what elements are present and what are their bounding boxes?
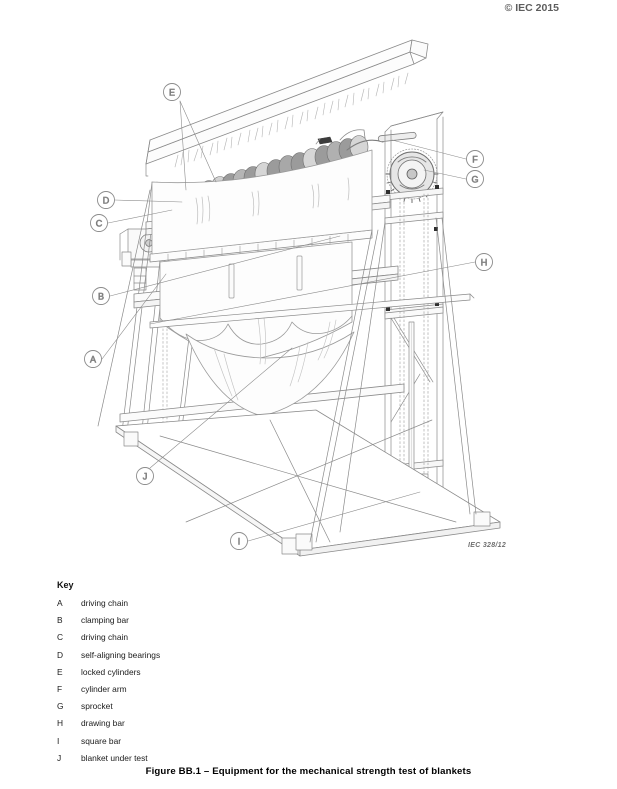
key-item-c: C driving chain: [57, 632, 387, 649]
key-item-j: J blanket under test: [57, 753, 387, 770]
svg-text:E: E: [169, 88, 175, 98]
copyright-notice: © IEC 2015: [504, 2, 559, 14]
key-label-b: clamping bar: [81, 615, 129, 626]
callout-D: D: [97, 191, 115, 209]
key-item-f: F cylinder arm: [57, 684, 387, 701]
key-letter-f: F: [57, 683, 63, 694]
key-item-g: G sprocket: [57, 701, 387, 718]
cylinder-arm: [315, 129, 417, 151]
key-letter-e: E: [57, 666, 63, 677]
key-letter-j: J: [57, 752, 62, 763]
key-item-h: H drawing bar: [57, 718, 387, 735]
svg-text:D: D: [103, 196, 110, 206]
outer-support-legs: [309, 217, 477, 543]
page-header: © IEC 2015: [0, 0, 617, 22]
key-label-f: cylinder arm: [81, 683, 127, 694]
callout-I: I: [230, 532, 248, 550]
svg-text:I: I: [238, 537, 241, 547]
key-item-d: D self-aligning bearings: [57, 650, 387, 667]
key-legend: Key A driving chain B clamping bar C dri…: [57, 580, 387, 770]
figure-illustration: E F G D C: [0, 22, 617, 558]
key-item-i: I square bar: [57, 736, 387, 753]
svg-text:J: J: [143, 472, 148, 482]
callout-A: A: [84, 350, 102, 368]
callout-B: B: [92, 287, 110, 305]
key-label-e: locked cylinders: [81, 666, 141, 677]
key-label-h: drawing bar: [81, 718, 125, 729]
key-label-i: square bar: [81, 735, 122, 746]
callout-C: C: [90, 214, 108, 232]
key-label-c: driving chain: [81, 632, 129, 643]
key-letter-g: G: [57, 701, 64, 712]
key-item-b: B clamping bar: [57, 615, 387, 632]
figure-reference-code: IEC 328/12: [468, 542, 507, 549]
svg-text:H: H: [481, 258, 488, 268]
svg-text:B: B: [98, 292, 104, 302]
key-label-d: self-aligning bearings: [81, 649, 161, 660]
svg-text:F: F: [472, 155, 478, 165]
key-label-g: sprocket: [81, 701, 113, 712]
svg-text:C: C: [96, 219, 103, 229]
key-letter-a: A: [57, 598, 63, 608]
equipment-isometric-drawing: E F G D C: [84, 39, 501, 557]
key-title: Key: [57, 580, 74, 590]
callout-E: E: [163, 83, 181, 101]
key-item-a: A driving chain: [57, 598, 387, 615]
base-frame: [115, 409, 501, 557]
callout-J: J: [136, 467, 154, 485]
key-label-j: blanket under test: [81, 752, 148, 763]
key-item-e: E locked cylinders: [57, 667, 387, 684]
callout-bubbles: E F G D C: [84, 83, 493, 550]
key-label-a: driving chain: [81, 598, 129, 608]
callout-F: F: [466, 150, 484, 168]
figure-caption: Figure BB.1 – Equipment for the mechanic…: [145, 766, 472, 777]
callout-leaders: [101, 100, 476, 542]
svg-text:G: G: [471, 175, 478, 185]
callout-G: G: [466, 170, 484, 188]
key-letter-d: D: [57, 649, 64, 660]
svg-text:A: A: [90, 355, 96, 365]
callout-H: H: [475, 253, 493, 271]
key-letter-h: H: [57, 718, 64, 729]
key-letter-b: B: [57, 615, 63, 626]
blanket-under-test: [151, 149, 373, 417]
upper-back-panel: [145, 39, 429, 177]
key-letter-i: I: [57, 735, 60, 746]
key-letter-c: C: [57, 632, 64, 643]
square-bar: [408, 321, 415, 478]
